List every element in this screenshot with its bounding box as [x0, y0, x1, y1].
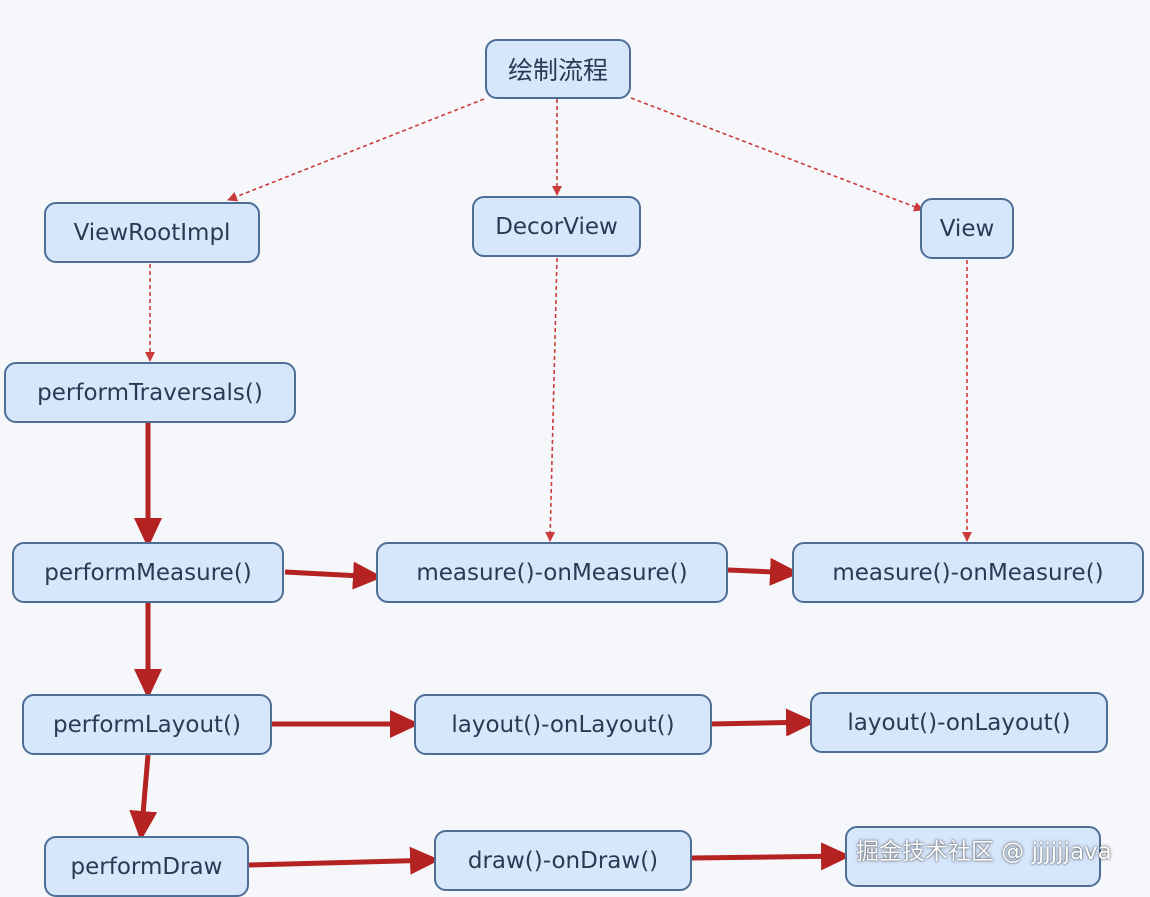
decorview-node: DecorView: [472, 196, 641, 257]
arrow-root-to-viewrootimpl: [227, 98, 485, 202]
arrow-decor-layout-to-view-layout: [710, 708, 816, 737]
arrow-decor-measure-to-view-measure: [727, 557, 800, 586]
perform-layout-node: performLayout(): [22, 694, 272, 755]
arrow-performmeasure-to-decor-measure: [284, 561, 383, 590]
decor-measure-node: measure()-onMeasure(): [376, 542, 728, 603]
perform-measure-node: performMeasure(): [12, 542, 284, 603]
view-measure-node: measure()-onMeasure(): [792, 542, 1144, 603]
arrow-decor-draw-to-view-draw: [691, 842, 851, 871]
decor-draw-node: draw()-onDraw(): [434, 830, 692, 891]
arrow-performdraw-to-decor-draw: [248, 846, 440, 875]
view-layout-node: layout()-onLayout(): [810, 692, 1108, 753]
arrow-layout-to-draw: [129, 754, 158, 841]
root-node: 绘制流程: [485, 39, 631, 99]
arrow-decorview-to-measure: [545, 257, 558, 542]
viewrootimpl-node: ViewRootImpl: [44, 202, 260, 263]
arrow-root-to-view: [630, 97, 924, 212]
view-draw-node: [845, 826, 1101, 887]
decor-layout-node: layout()-onLayout(): [414, 694, 712, 755]
perform-traversals-node: performTraversals(): [4, 362, 296, 423]
view-node: View: [920, 198, 1014, 259]
watermark-text: 掘金技术社区 @ jjjjjjava: [856, 839, 1112, 865]
